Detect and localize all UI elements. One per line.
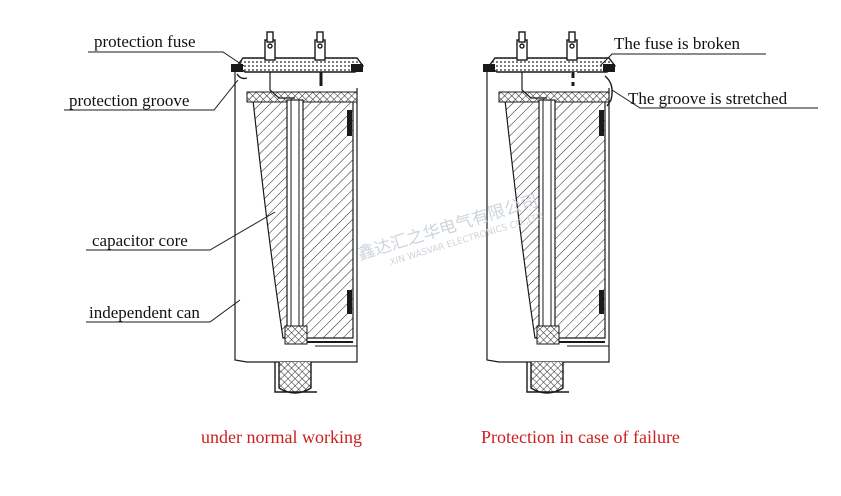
caption-normal: under normal working (201, 427, 362, 447)
label-independent-can: independent can (89, 303, 200, 322)
label-protection-groove: protection groove (69, 91, 189, 110)
label-groove-stretched: The groove is stretched (628, 89, 788, 108)
right-labels (599, 53, 818, 109)
capacitor-failure (481, 30, 617, 395)
watermark: 鑫达汇之华电气有限公司 XIN WASVAR ELECTRONICS CO.,L… (356, 191, 545, 268)
label-fuse-broken: The fuse is broken (614, 34, 741, 53)
label-protection-fuse: protection fuse (94, 32, 196, 51)
label-capacitor-core: capacitor core (92, 231, 188, 250)
left-labels (64, 51, 276, 323)
capacitor-normal (229, 30, 365, 395)
caption-failure: Protection in case of failure (481, 427, 680, 447)
